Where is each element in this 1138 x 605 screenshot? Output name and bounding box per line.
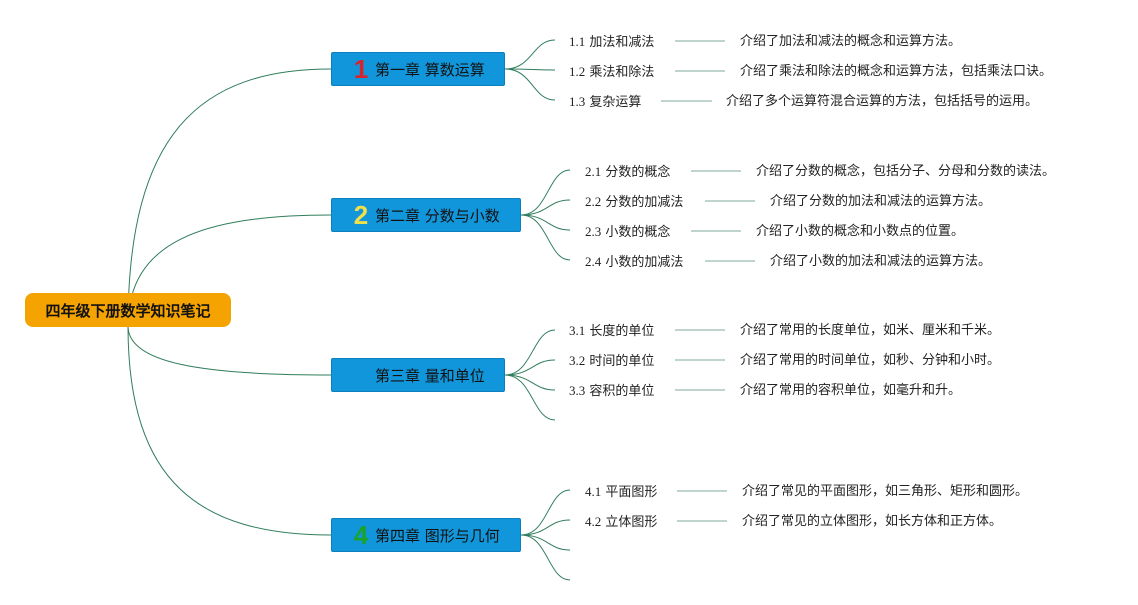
topic-4-2[interactable]: 4.2 立体图形: [585, 514, 658, 530]
branch-link-1-2: [504, 68, 556, 71]
branch-link-3-4: [504, 374, 556, 421]
topic-2-4[interactable]: 2.4 小数的加减法: [585, 254, 684, 270]
topic-3-1[interactable]: 3.1 长度的单位: [569, 323, 655, 339]
branch-link-2-2: [520, 199, 571, 216]
topic-desc-2-2: 介绍了分数的加法和减法的运算方法。: [770, 194, 992, 209]
branch-link-1-1: [504, 39, 556, 70]
topic-desc-1-2: 介绍了乘法和除法的概念和运算方法，包括乘法口诀。: [740, 64, 1053, 79]
topic-desc-3-1: 介绍了常用的长度单位，如米、厘米和千米。: [740, 323, 1001, 338]
topic-2-1[interactable]: 2.1 分数的概念: [585, 164, 671, 180]
chapter-node-1[interactable]: 1 第一章 算数运算: [331, 52, 505, 86]
branch-link-2-4: [520, 214, 571, 261]
chapter-label-4: 第四章 图形与几何: [375, 526, 500, 545]
chapter-node-2[interactable]: 2 第二章 分数与小数: [331, 198, 521, 232]
topic-1-2[interactable]: 1.2 乘法和除法: [569, 64, 655, 80]
topic-desc-1-3: 介绍了多个运算符混合运算的方法，包括括号的运用。: [726, 94, 1039, 109]
root-link-4: [127, 325, 332, 536]
root-label: 四年级下册数学知识笔记: [45, 301, 211, 320]
chapter-label-2: 第二章 分数与小数: [375, 206, 500, 225]
topic-desc-3-3: 介绍了常用的容积单位，如毫升和升。: [740, 383, 962, 398]
topic-2-3[interactable]: 2.3 小数的概念: [585, 224, 671, 240]
branch-link-3-2: [504, 359, 556, 376]
topic-desc-2-4: 介绍了小数的加法和减法的运算方法。: [770, 254, 992, 269]
topic-1-1[interactable]: 1.1 加法和减法: [569, 34, 655, 50]
branch-link-2-1: [520, 169, 571, 216]
branch-link-4-4: [520, 534, 571, 581]
chapter-label-1: 第一章 算数运算: [375, 60, 485, 79]
topic-1-3[interactable]: 1.3 复杂运算: [569, 94, 642, 110]
chapter-badge-4: 4: [353, 520, 369, 550]
branch-link-4-3: [520, 534, 571, 551]
branch-link-3-3: [504, 374, 556, 391]
root-link-3: [127, 325, 332, 376]
branch-link-4-1: [520, 489, 571, 536]
chapter-label-3: 第三章 量和单位: [375, 366, 485, 385]
branch-link-4-2: [520, 519, 571, 536]
topic-4-1[interactable]: 4.1 平面图形: [585, 484, 658, 500]
root-link-1: [127, 68, 332, 327]
topic-desc-2-1: 介绍了分数的概念，包括分子、分母和分数的读法。: [756, 164, 1056, 179]
chapter-badge-1: 1: [353, 54, 369, 84]
topic-desc-3-2: 介绍了常用的时间单位，如秒、分钟和小时。: [740, 353, 1001, 368]
branch-link-2-3: [520, 214, 571, 231]
topic-3-2[interactable]: 3.2 时间的单位: [569, 353, 655, 369]
chapter-node-4[interactable]: 4 第四章 图形与几何: [331, 518, 521, 552]
chapter-node-3[interactable]: 第三章 量和单位: [331, 358, 505, 392]
root-node[interactable]: 四年级下册数学知识笔记: [25, 293, 231, 327]
topic-2-2[interactable]: 2.2 分数的加减法: [585, 194, 684, 210]
topic-desc-4-1: 介绍了常见的平面图形，如三角形、矩形和圆形。: [742, 484, 1029, 499]
chapter-badge-2: 2: [353, 200, 369, 230]
branch-link-3-1: [504, 329, 556, 376]
branch-link-1-3: [504, 68, 556, 101]
topic-desc-1-1: 介绍了加法和减法的概念和运算方法。: [740, 34, 962, 49]
topic-desc-4-2: 介绍了常见的立体图形，如长方体和正方体。: [742, 514, 1003, 529]
topic-desc-2-3: 介绍了小数的概念和小数点的位置。: [756, 224, 965, 239]
topic-3-3[interactable]: 3.3 容积的单位: [569, 383, 655, 399]
